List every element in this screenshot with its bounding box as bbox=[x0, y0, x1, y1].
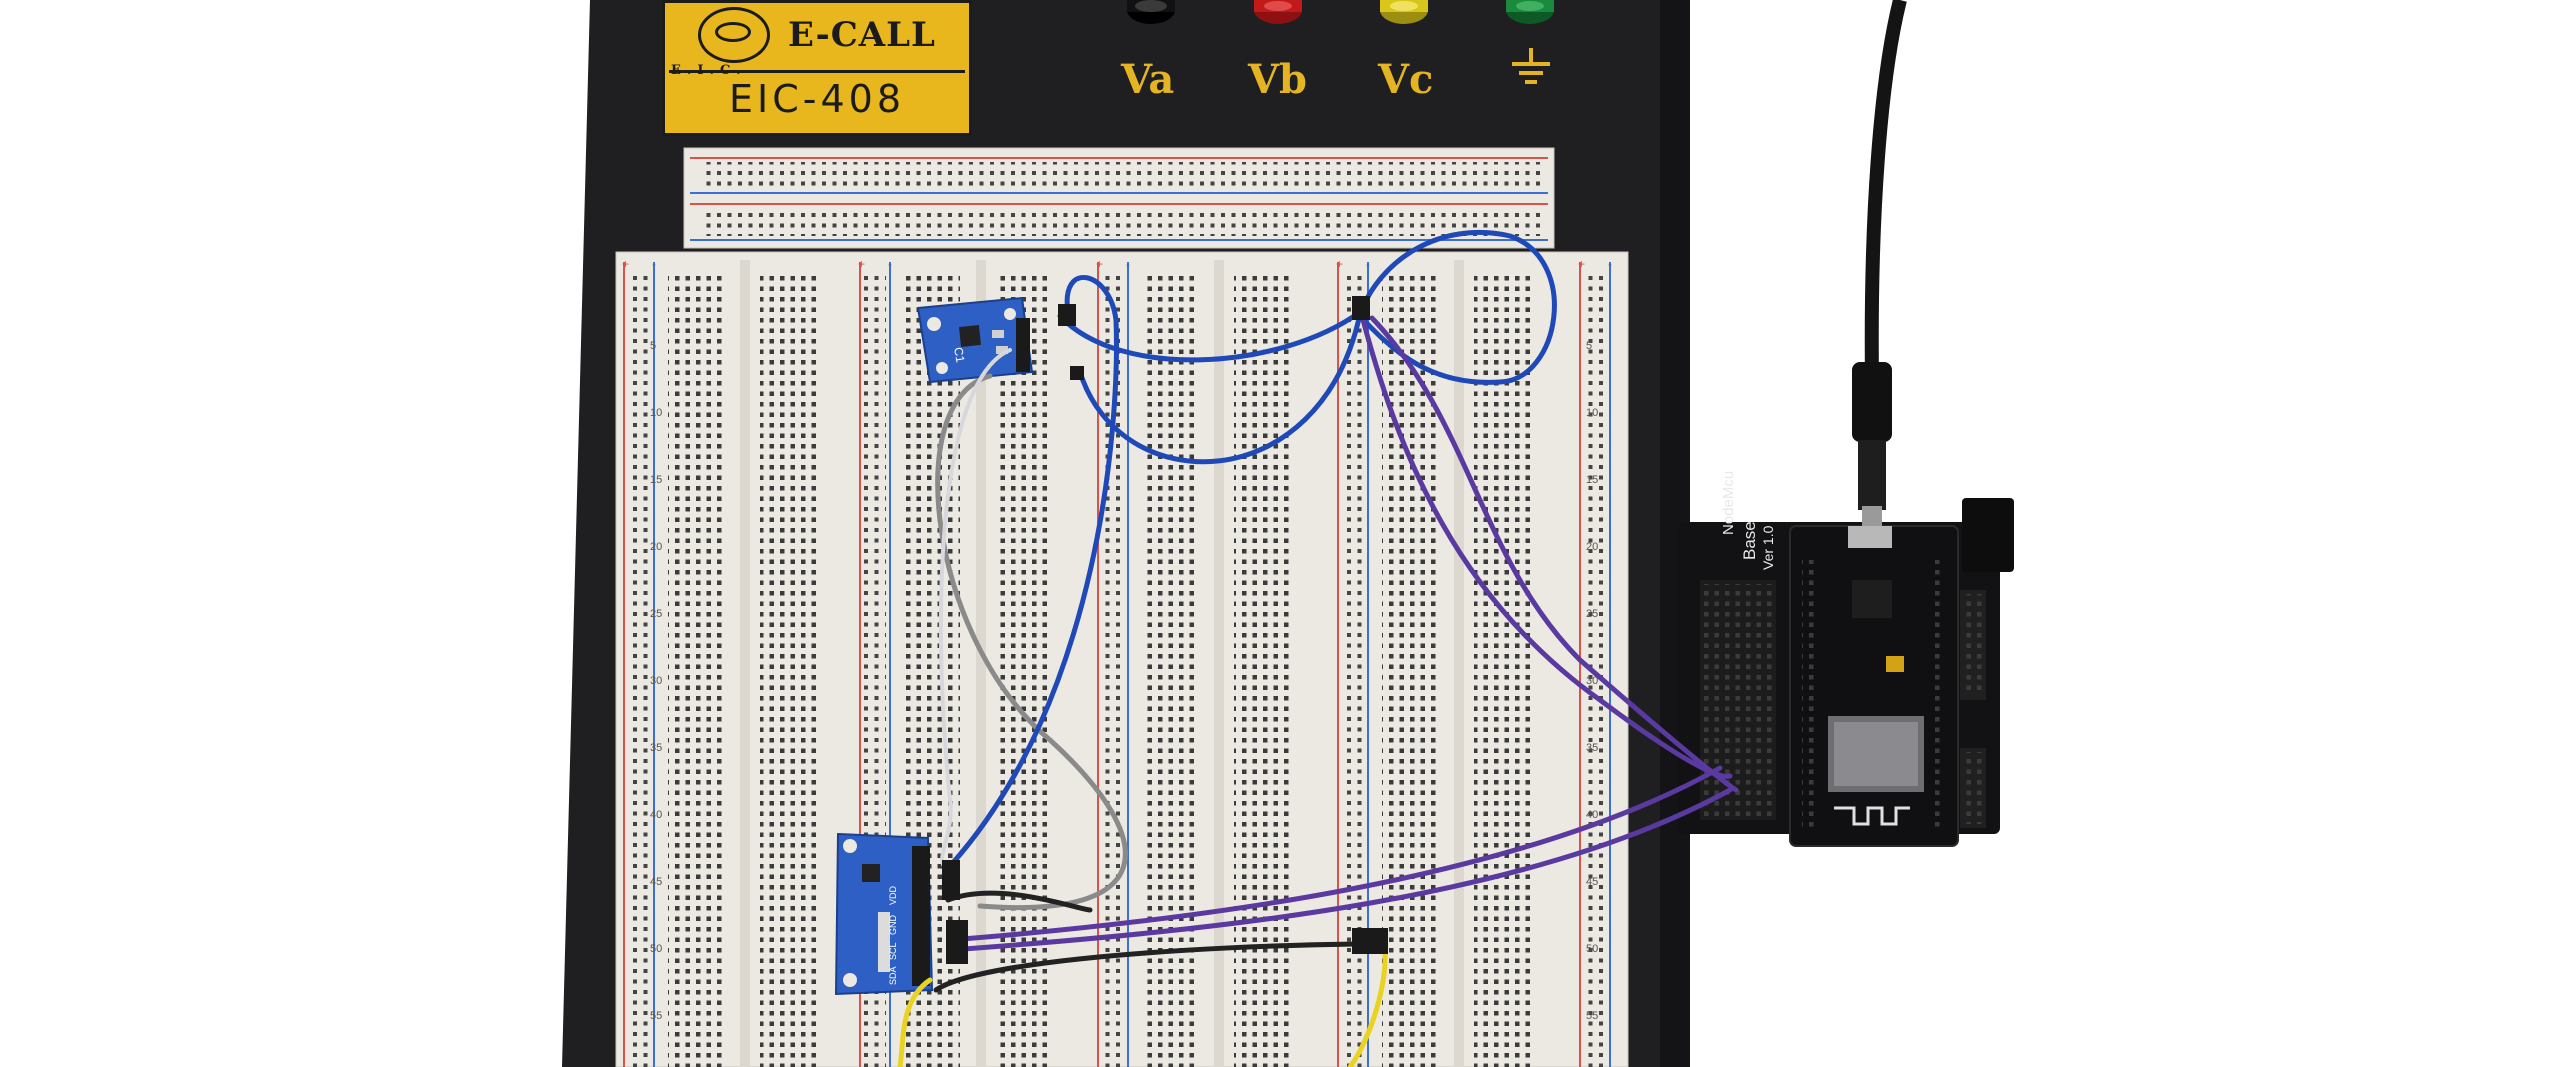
row-number: 40 bbox=[650, 809, 663, 821]
binding-post-va[interactable] bbox=[1127, 0, 1175, 24]
trainer-logo-plate: E-CALL E.I.C. EIC-408 bbox=[662, 0, 972, 136]
rail-mark: + bbox=[622, 257, 629, 271]
wire-gray bbox=[935, 373, 1128, 911]
rail-mark: + bbox=[858, 257, 865, 271]
wire-yellow-1 bbox=[897, 977, 933, 1067]
wire-white bbox=[938, 348, 1012, 874]
terminal-strip-6 bbox=[1234, 272, 1290, 1067]
row-number: 50 bbox=[1586, 943, 1599, 955]
row-number: 30 bbox=[650, 675, 663, 687]
power-rail-4 bbox=[1342, 270, 1364, 1067]
row-number: 45 bbox=[650, 876, 663, 888]
row-number: 55 bbox=[1586, 1010, 1599, 1022]
sensor-bottom-pin-scl: SCL bbox=[888, 942, 898, 960]
sensor-bottom-pin-sda: SDA bbox=[888, 966, 898, 985]
terminal-strip-2 bbox=[760, 272, 816, 1067]
rail-mark: + bbox=[1578, 257, 1585, 271]
terminal-label-va: Va bbox=[1121, 56, 1175, 103]
wire-purple-3 bbox=[947, 765, 1723, 943]
wire-yellow-2 bbox=[1347, 937, 1388, 1067]
trainer-model: EIC-408 bbox=[729, 77, 905, 121]
row-number: 5 bbox=[1586, 340, 1593, 352]
power-rail-1 bbox=[628, 270, 650, 1067]
center-channel-2 bbox=[976, 260, 986, 1067]
rail-mark: - bbox=[1608, 257, 1612, 271]
center-channel-1 bbox=[740, 260, 750, 1067]
sensor-top-silkscreen: C1 bbox=[951, 346, 968, 364]
rail-mark: - bbox=[652, 257, 656, 271]
rail-mark: - bbox=[888, 257, 892, 271]
row-number: 50 bbox=[650, 943, 663, 955]
terminal-strip-1 bbox=[668, 272, 724, 1067]
sensor-bottom-pcb[interactable] bbox=[834, 832, 934, 996]
row-number: 5 bbox=[650, 340, 657, 352]
rail-mark: + bbox=[1336, 257, 1343, 271]
rail-mark: - bbox=[1126, 257, 1130, 271]
center-channel-3 bbox=[1214, 260, 1224, 1067]
row-number: 45 bbox=[1586, 876, 1599, 888]
terminal-label-vc: Vc bbox=[1378, 56, 1434, 103]
rail-mark: + bbox=[1096, 257, 1103, 271]
row-number: 25 bbox=[1586, 608, 1599, 620]
ground-symbol-icon bbox=[1512, 48, 1550, 84]
wire-blue-4 bbox=[1357, 229, 1557, 385]
wire-purple-2 bbox=[1369, 315, 1739, 793]
row-number: 55 bbox=[650, 1010, 663, 1022]
sensor-bottom-pin-gnd: GND bbox=[888, 915, 898, 936]
binding-post-vc[interactable] bbox=[1380, 0, 1428, 24]
nodemcu-board[interactable] bbox=[1789, 525, 1959, 847]
top-bus-strip bbox=[683, 147, 1555, 249]
row-number: 10 bbox=[650, 407, 663, 419]
row-number: 35 bbox=[650, 742, 663, 754]
logo-seal-icon bbox=[698, 7, 771, 63]
row-number: 15 bbox=[1586, 474, 1599, 486]
main-breadboard: + - + - + - + - + - bbox=[615, 251, 1629, 1067]
row-number: 40 bbox=[1586, 809, 1599, 821]
row-number: 30 bbox=[1586, 675, 1599, 687]
wire-blue-1 bbox=[947, 274, 1119, 869]
row-number: 10 bbox=[1586, 407, 1599, 419]
wire-purple-1 bbox=[1359, 313, 1733, 779]
logo-divider bbox=[669, 70, 965, 73]
sensor-bottom-pin-vdd: VDD bbox=[888, 885, 898, 905]
power-rail-5 bbox=[1584, 270, 1606, 1067]
wire-blue-2 bbox=[1057, 309, 1363, 363]
center-channel-4 bbox=[1454, 260, 1464, 1067]
terminal-label-vb: Vb bbox=[1248, 56, 1308, 103]
wire-black-2 bbox=[945, 890, 1093, 913]
terminal-strip-8 bbox=[1474, 272, 1530, 1067]
row-number: 20 bbox=[650, 541, 663, 553]
logo-brand: E-CALL bbox=[788, 15, 936, 55]
row-number: 35 bbox=[1586, 742, 1599, 754]
rail-mark: - bbox=[1366, 257, 1370, 271]
wire-black-1 bbox=[933, 941, 1359, 993]
row-number: 25 bbox=[650, 608, 663, 620]
wire-blue-3 bbox=[1077, 311, 1363, 465]
wire-purple-4 bbox=[947, 787, 1733, 953]
binding-post-vb[interactable] bbox=[1254, 0, 1302, 24]
row-number: 20 bbox=[1586, 541, 1599, 553]
sensor-top-pcb[interactable] bbox=[916, 296, 1034, 384]
row-number: 15 bbox=[650, 474, 663, 486]
binding-post-ground[interactable] bbox=[1506, 0, 1554, 24]
